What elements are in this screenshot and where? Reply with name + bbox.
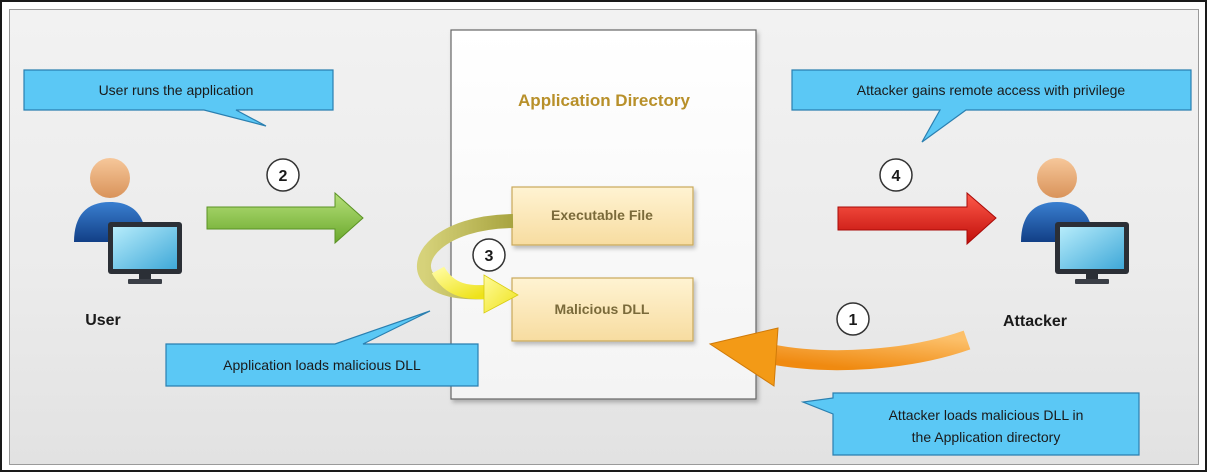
executable-file-label: Executable File — [551, 207, 653, 223]
callout-user-runs-text: User runs the application — [99, 82, 254, 98]
step-2-badge: 2 — [266, 158, 300, 192]
dll-hijacking-diagram: Application Directory Executable File Ma… — [23, 29, 1192, 456]
attacker-label: Attacker — [1003, 313, 1067, 330]
step-2-number: 2 — [279, 168, 288, 185]
step-1-number: 1 — [849, 312, 858, 329]
step3-arrow — [417, 214, 519, 314]
attacker-computer-icon — [1021, 158, 1129, 284]
user-label: User — [85, 312, 121, 329]
application-directory-title: Application Directory — [518, 91, 690, 110]
step-3-number: 3 — [485, 248, 494, 265]
callout-attacker-access-text: Attacker gains remote access with privil… — [857, 82, 1126, 98]
callout-user-runs: User runs the application — [23, 69, 334, 127]
step-1-badge: 1 — [836, 302, 870, 336]
callout-app-loads: Application loads malicious DLL — [165, 310, 479, 387]
callout-attacker-loads-line1: Attacker loads malicious DLL in — [889, 407, 1084, 423]
step-4-badge: 4 — [879, 158, 913, 192]
callout-attacker-access: Attacker gains remote access with privil… — [791, 69, 1192, 143]
step-4-number: 4 — [892, 168, 901, 185]
step2-arrow — [206, 191, 364, 245]
callout-attacker-loads-line2: the Application directory — [912, 429, 1061, 445]
step-3-badge: 3 — [472, 238, 506, 272]
step1-arrow — [708, 327, 971, 387]
executable-file-box: Executable File — [511, 186, 694, 246]
callout-attacker-loads: Attacker loads malicious DLL in the Appl… — [800, 392, 1140, 456]
callout-app-loads-text: Application loads malicious DLL — [223, 357, 421, 373]
malicious-dll-box: Malicious DLL — [511, 277, 694, 342]
diagram-canvas: Application Directory Executable File Ma… — [9, 9, 1199, 465]
malicious-dll-label: Malicious DLL — [555, 301, 650, 317]
step4-arrow — [837, 191, 997, 246]
user-computer-icon — [74, 158, 182, 284]
